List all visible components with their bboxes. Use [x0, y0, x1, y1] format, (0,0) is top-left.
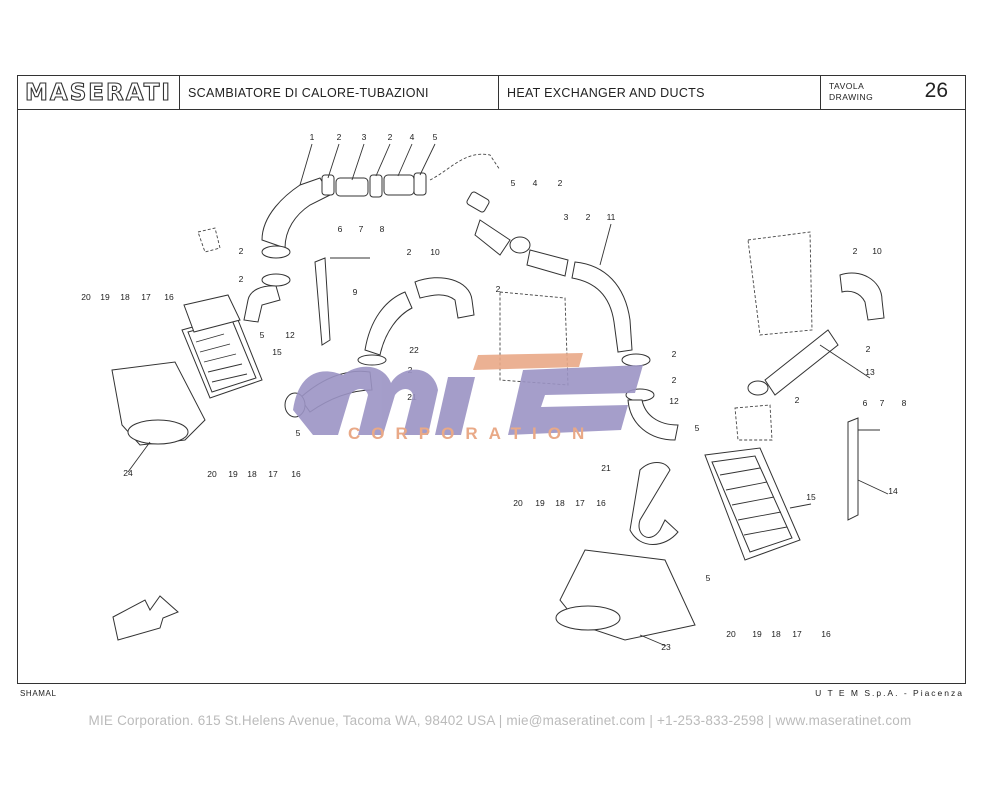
contact-info: MIE Corporation. 615 St.Helens Avenue, T… [88, 713, 912, 728]
callout-number: 2 [795, 395, 800, 405]
callout-number: 23 [661, 642, 671, 652]
mie-watermark-logo [293, 353, 643, 435]
callout-number: 16 [821, 629, 831, 639]
callout-number: 2 [853, 246, 858, 256]
callout-number: 8 [380, 224, 385, 234]
callout-number: 5 [706, 573, 711, 583]
callout-number: 2 [558, 178, 563, 188]
callout-number: 5 [296, 428, 301, 438]
callout-number: 2 [407, 247, 412, 257]
right-ducts [629, 272, 885, 545]
publisher-label: U T E M S.p.A. - Piacenza [815, 688, 964, 698]
callout-number: 17 [575, 498, 585, 508]
callout-number: 7 [880, 398, 885, 408]
callout-number: 2 [866, 344, 871, 354]
maserati-logo-cell: MASERATI [18, 76, 180, 109]
callout-number: 5 [433, 132, 438, 142]
callout-number: 13 [865, 367, 875, 377]
callout-number: 2 [239, 246, 244, 256]
watermark-corporation-text: CORPORATION [348, 424, 596, 443]
maserati-logo: MASERATI [24, 79, 172, 106]
callout-number: 19 [752, 629, 762, 639]
callout-number: 7 [359, 224, 364, 234]
callout-number: 1 [310, 132, 315, 142]
drawing-label: DRAWING [829, 92, 874, 102]
right-air-box [555, 549, 696, 641]
left-heat-exchanger [181, 294, 263, 399]
callout-number: 24 [123, 468, 133, 478]
model-label: SHAMAL [20, 689, 57, 698]
callout-number: 18 [555, 498, 565, 508]
direction-arrow-icon [112, 595, 179, 641]
callout-number: 8 [902, 398, 907, 408]
callout-number: 5 [511, 178, 516, 188]
callout-number: 16 [291, 469, 301, 479]
callout-number: 17 [141, 292, 151, 302]
callout-number: 2 [388, 132, 393, 142]
callout-number: 9 [353, 287, 358, 297]
callout-number: 2 [586, 212, 591, 222]
center-ducts [466, 191, 679, 441]
callout-number: 17 [268, 469, 278, 479]
callout-number: 11 [607, 212, 616, 222]
callout-number: 15 [272, 347, 282, 357]
callout-number: 5 [695, 423, 700, 433]
callout-number: 20 [513, 498, 523, 508]
callout-number: 2 [337, 132, 342, 142]
callout-number: 4 [533, 178, 538, 188]
callout-number: 18 [120, 292, 130, 302]
callout-number: 20 [81, 292, 91, 302]
right-heat-exchanger [704, 447, 801, 561]
callout-number: 16 [164, 292, 174, 302]
callout-number: 2 [496, 284, 501, 294]
callout-number: 18 [247, 469, 257, 479]
callout-number: 22 [409, 345, 419, 355]
callout-number: 20 [726, 629, 736, 639]
callout-number: 17 [792, 629, 802, 639]
callout-number: 2 [672, 349, 677, 359]
callout-number: 21 [601, 463, 611, 473]
callout-number: 2 [239, 274, 244, 284]
callout-number: 12 [669, 396, 679, 406]
callout-number: 15 [806, 492, 816, 502]
callout-number: 14 [888, 486, 898, 496]
leader-lines [127, 143, 889, 647]
callout-number: 20 [207, 469, 217, 479]
left-bracket [314, 257, 370, 346]
part-callouts: 1232455423211678229210212522221152019181… [81, 132, 906, 652]
callout-number: 10 [872, 246, 882, 256]
callout-number: 21 [407, 392, 417, 402]
callout-number: 2 [672, 375, 677, 385]
callout-number: 6 [338, 224, 343, 234]
drawing-sheet: MASERATI SCAMBIATORE DI CALORE-TUBAZIONI… [17, 75, 966, 684]
left-air-box [111, 361, 206, 446]
right-bracket [847, 417, 880, 521]
title-block: MASERATI SCAMBIATORE DI CALORE-TUBAZIONI… [18, 76, 965, 110]
callout-number: 19 [535, 498, 545, 508]
callout-number: 16 [596, 498, 606, 508]
callout-number: 10 [430, 247, 440, 257]
callout-number: 3 [564, 212, 569, 222]
callout-number: 12 [285, 330, 295, 340]
callout-number: 18 [771, 629, 781, 639]
callout-number: 19 [100, 292, 110, 302]
tavola-label: TAVOLA [829, 81, 865, 91]
callout-number: 19 [228, 469, 238, 479]
drawing-number: 26 [924, 79, 948, 102]
title-english: HEAT EXCHANGER AND DUCTS [499, 76, 821, 109]
drawing-number-cell: TAVOLA DRAWING 26 [821, 76, 965, 109]
title-italian: SCAMBIATORE DI CALORE-TUBAZIONI [180, 76, 499, 109]
callout-number: 6 [863, 398, 868, 408]
left-upper-ducts [243, 153, 501, 323]
callout-number: 3 [362, 132, 367, 142]
callout-number: 5 [260, 330, 265, 340]
callout-number: 4 [410, 132, 415, 142]
